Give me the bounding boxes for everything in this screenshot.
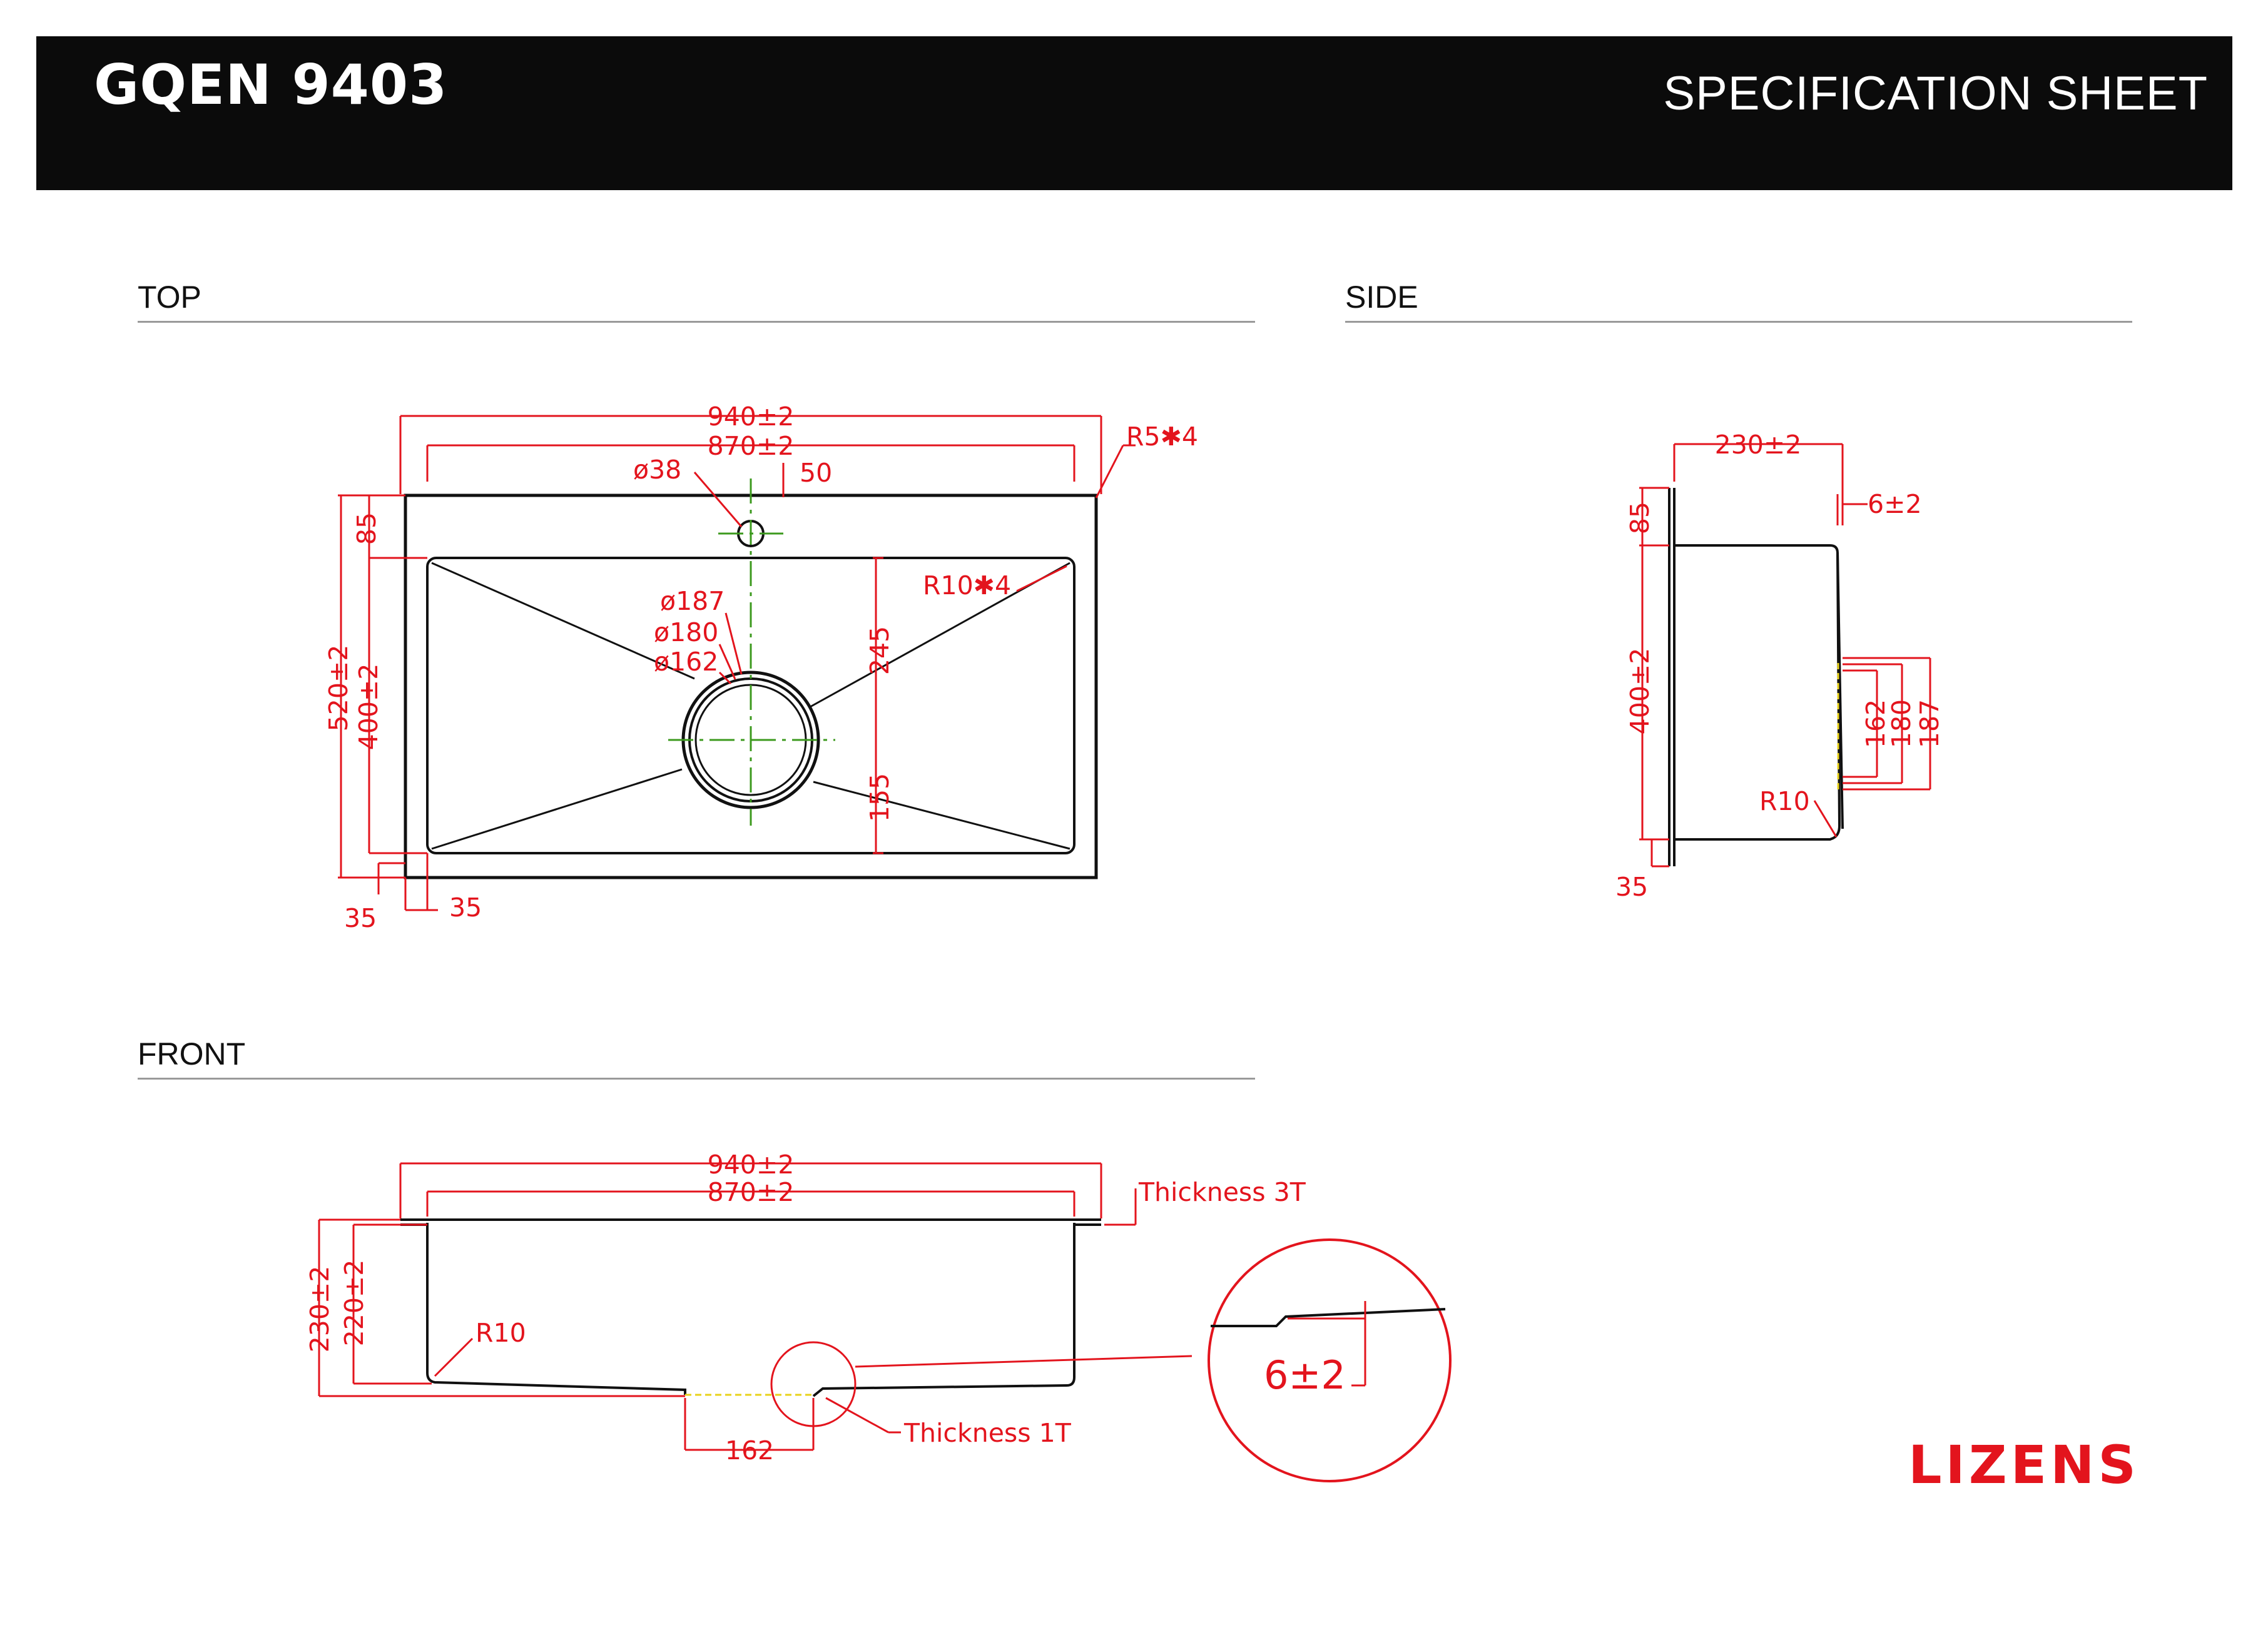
front-dimension-lines bbox=[318, 1162, 1137, 1451]
front-dim-bowl-width: 870±2 bbox=[708, 1177, 795, 1207]
section-top-title: TOP bbox=[138, 280, 201, 315]
top-dim-tap-hole-diameter: ø38 bbox=[633, 455, 681, 485]
front-outline bbox=[400, 1218, 1101, 1397]
side-dim-radius: R10 bbox=[1759, 786, 1810, 816]
side-dim-180: 180 bbox=[1886, 699, 1916, 748]
top-bowl-outline bbox=[426, 557, 1076, 854]
front-dim-overall-width: 940±2 bbox=[708, 1150, 795, 1180]
front-dim-total-height: 230±2 bbox=[305, 1266, 335, 1353]
front-detail-circle bbox=[1208, 1238, 1452, 1482]
top-dim-tap-hole-offset: 50 bbox=[800, 458, 832, 488]
side-dim-lip: 6±2 bbox=[1868, 489, 1922, 519]
top-dim-flange-front: 35 bbox=[449, 893, 482, 923]
side-dim-total-height: 230±2 bbox=[1715, 430, 1802, 460]
sheet-subtitle: SPECIFICATION SHEET bbox=[1663, 67, 2208, 120]
top-centerlines bbox=[668, 478, 835, 826]
front-view: 940±2 870±2 Thickness 3T 230±2 220±2 R10… bbox=[305, 1150, 1452, 1482]
section-front-rule bbox=[138, 1078, 1255, 1080]
top-dim-overall-depth: 520±2 bbox=[323, 645, 353, 732]
top-dim-drain-187: ø187 bbox=[660, 586, 725, 616]
front-dim-radius: R10 bbox=[475, 1318, 526, 1348]
top-dim-drain-180: ø180 bbox=[654, 617, 718, 647]
top-dim-corner-radius-inner: R10✱4 bbox=[923, 570, 1011, 600]
side-dim-bowl-length: 400±2 bbox=[1625, 648, 1655, 735]
side-view: 230±2 6±2 85 400±2 162 180 187 R10 35 bbox=[1615, 430, 1945, 902]
front-detail-lip-dim: 6±2 bbox=[1264, 1352, 1346, 1398]
front-detail-leader bbox=[855, 1355, 1192, 1368]
top-dim-bowl-width: 870±2 bbox=[708, 431, 795, 461]
side-dim-162: 162 bbox=[1861, 699, 1891, 748]
side-dim-back-ledge: 85 bbox=[1625, 502, 1655, 534]
section-top-rule bbox=[138, 321, 1255, 323]
side-outline bbox=[1668, 488, 1844, 866]
front-detail-profile bbox=[1211, 1301, 1446, 1387]
top-dim-bowl-depth: 400±2 bbox=[353, 664, 384, 751]
brand-logo: LIZENS bbox=[1908, 1434, 2140, 1496]
front-dim-drain-width: 162 bbox=[725, 1435, 774, 1466]
top-dim-overall-width: 940±2 bbox=[708, 402, 795, 432]
top-dimension-lines bbox=[338, 415, 1136, 911]
front-dim-flange-thickness: Thickness 3T bbox=[1138, 1177, 1306, 1207]
side-dim-187: 187 bbox=[1915, 699, 1945, 748]
top-dim-drain-162: ø162 bbox=[654, 647, 718, 677]
section-side-title: SIDE bbox=[1345, 280, 1418, 315]
top-view: 940±2 870±2 R5✱4 ø38 50 R10✱4 ø187 ø180 … bbox=[323, 402, 1198, 933]
front-dim-body-thickness: Thickness 1T bbox=[903, 1418, 1072, 1448]
header-bar bbox=[36, 36, 2232, 190]
top-dim-flange-left: 35 bbox=[344, 903, 377, 933]
top-dim-drain-to-front: 155 bbox=[865, 773, 895, 822]
side-dimension-lines bbox=[1639, 443, 1931, 868]
side-dim-flange: 35 bbox=[1615, 872, 1648, 902]
model-title: GQEN 9403 bbox=[94, 53, 448, 117]
section-front-title: FRONT bbox=[138, 1036, 246, 1071]
section-side-rule bbox=[1345, 321, 2132, 323]
front-dim-bowl-height: 220±2 bbox=[339, 1260, 369, 1347]
top-dim-drain-to-back: 245 bbox=[865, 626, 895, 675]
top-dim-corner-radius-outer: R5✱4 bbox=[1126, 422, 1198, 452]
top-dim-back-ledge: 85 bbox=[352, 512, 382, 545]
